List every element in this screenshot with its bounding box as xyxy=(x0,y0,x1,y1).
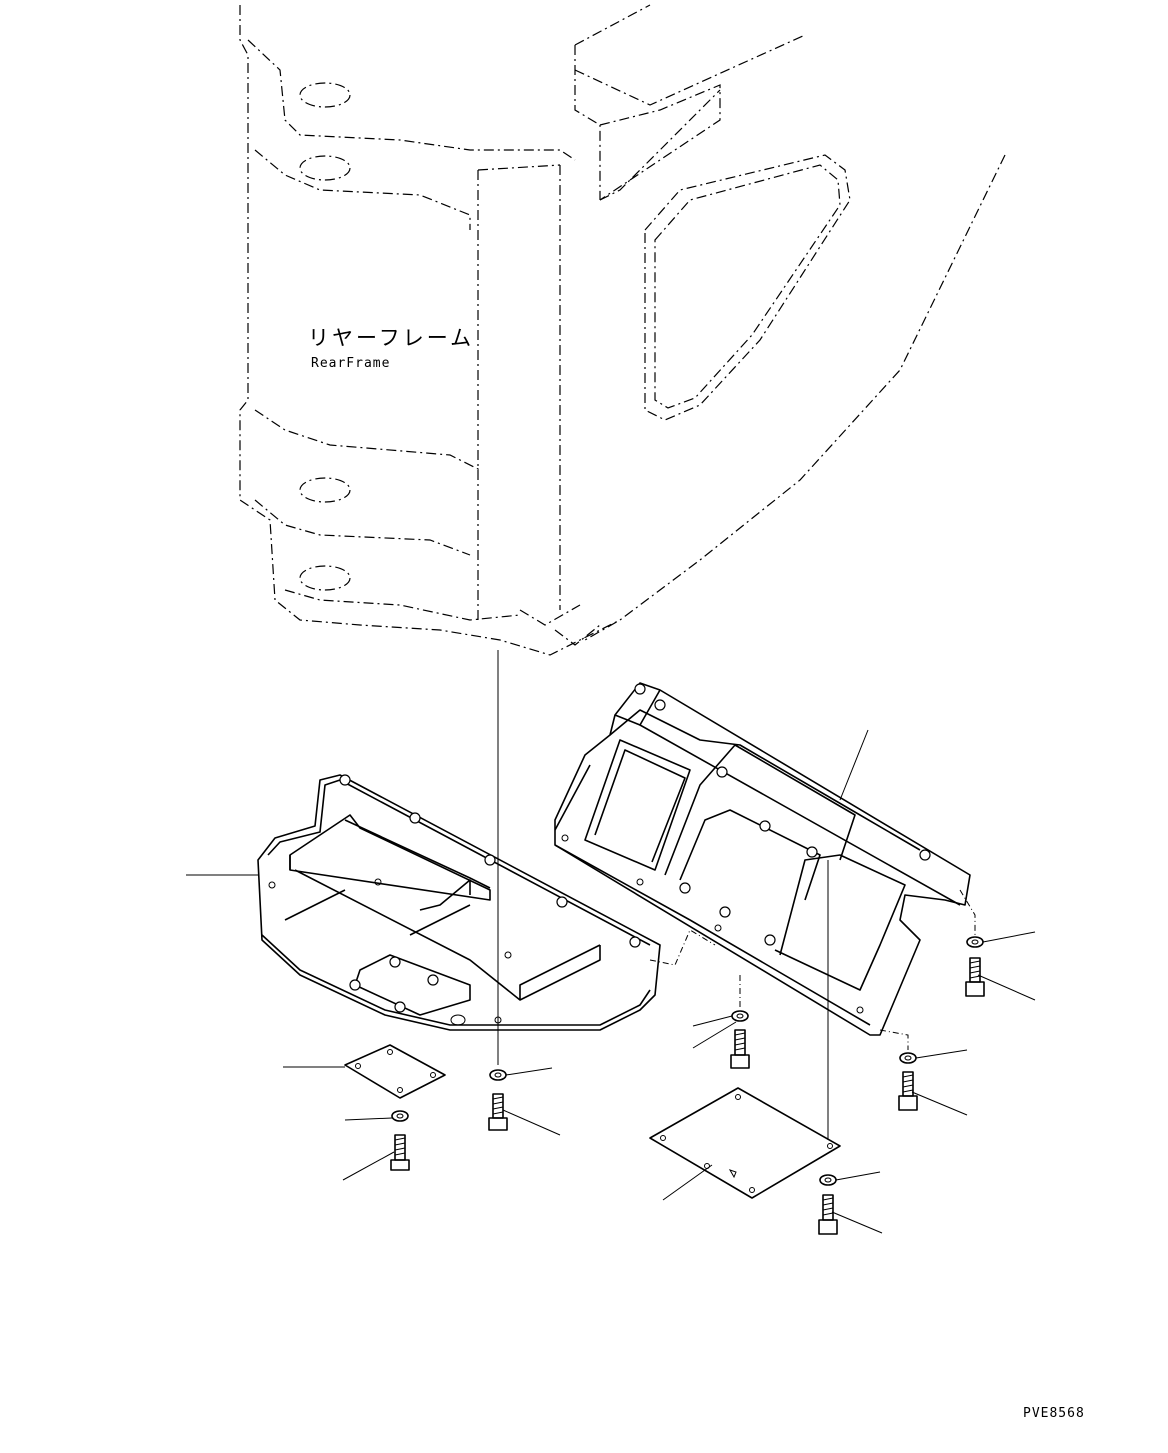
rear-frame-label-en: RearFrame xyxy=(311,356,391,371)
leader-large-plate xyxy=(662,1164,713,1201)
drawing-code: PVE8568 xyxy=(1023,1406,1085,1421)
rear-frame-label-jp: リヤーフレーム xyxy=(308,326,475,350)
rear-frame-phantom xyxy=(239,4,1006,656)
assembly-line-1 xyxy=(649,929,716,966)
assembly-line-4 xyxy=(879,1029,909,1050)
leader-right-cover xyxy=(839,729,869,801)
left-undercover xyxy=(257,774,661,1031)
small-cover-plate xyxy=(344,1044,446,1099)
large-cover-plate xyxy=(649,1087,841,1199)
assembly-line-3 xyxy=(959,889,976,935)
right-undercover xyxy=(554,682,971,1036)
fasteners xyxy=(342,931,1036,1235)
